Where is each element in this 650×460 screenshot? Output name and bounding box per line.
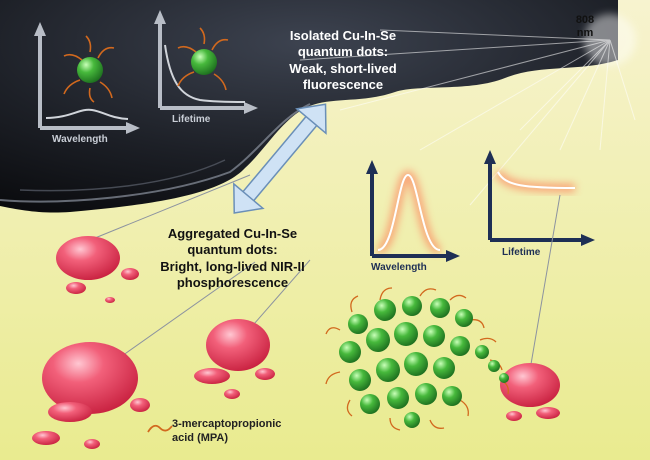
isolated-line-2: quantum dots: [297, 44, 389, 60]
aggregated-dots-label: Aggregated Cu-In-Se quantum dots: Bright… [140, 226, 325, 291]
ligand-line-1: 3-mercaptopropionic [172, 418, 282, 430]
excitation-unit: nm [576, 26, 594, 39]
droplet-icon [56, 236, 139, 303]
light-spectrum-axis-label: Wavelength [371, 262, 427, 273]
dark-decay-plot [154, 10, 258, 114]
isolated-dots-label: Isolated Cu-In-Se quantum dots: Weak, sh… [258, 28, 428, 93]
ligand-line-2: acid (MPA) [172, 432, 229, 445]
aggregated-line-3: Bright, long-lived NIR-II [160, 258, 305, 274]
quantum-dot-icon [63, 35, 115, 103]
quantum-dot-cluster [325, 287, 509, 431]
isolated-line-4: fluorescence [302, 76, 384, 92]
dark-edge-sheen-2 [19, 159, 226, 192]
dark-decay-axis-label: Lifetime [172, 114, 211, 125]
quantum-dot-icon [177, 27, 229, 91]
dark-edge-sheen [0, 103, 311, 203]
droplet-icon [32, 342, 150, 449]
light-source-glow [584, 14, 636, 66]
light-spectrum-plot [366, 160, 460, 262]
excitation-value: 808 [575, 14, 595, 26]
isolated-line-1: Isolated Cu-In-Se [289, 28, 397, 43]
excitation-wavelength-label: 808 nm [560, 14, 610, 39]
ligand-label: 3-mercaptopropionic acid (MPA) [172, 417, 322, 446]
light-decay-plot [484, 150, 595, 246]
aggregated-line-2: quantum dots: [187, 242, 278, 258]
dark-region [0, 0, 618, 213]
dark-spectrum-plot [34, 22, 140, 134]
aggregated-line-1: Aggregated Cu-In-Se [167, 226, 298, 241]
dark-spectrum-axis-label: Wavelength [52, 134, 108, 145]
ligand-strand-icon [147, 424, 173, 433]
aggregated-line-4: phosphorescence [176, 274, 289, 290]
droplet-icon [194, 319, 275, 399]
double-arrow-icon [233, 103, 327, 214]
droplet-icon [500, 363, 560, 421]
isolated-line-3: Weak, short-lived [289, 60, 397, 76]
light-decay-axis-label: Lifetime [502, 247, 541, 258]
